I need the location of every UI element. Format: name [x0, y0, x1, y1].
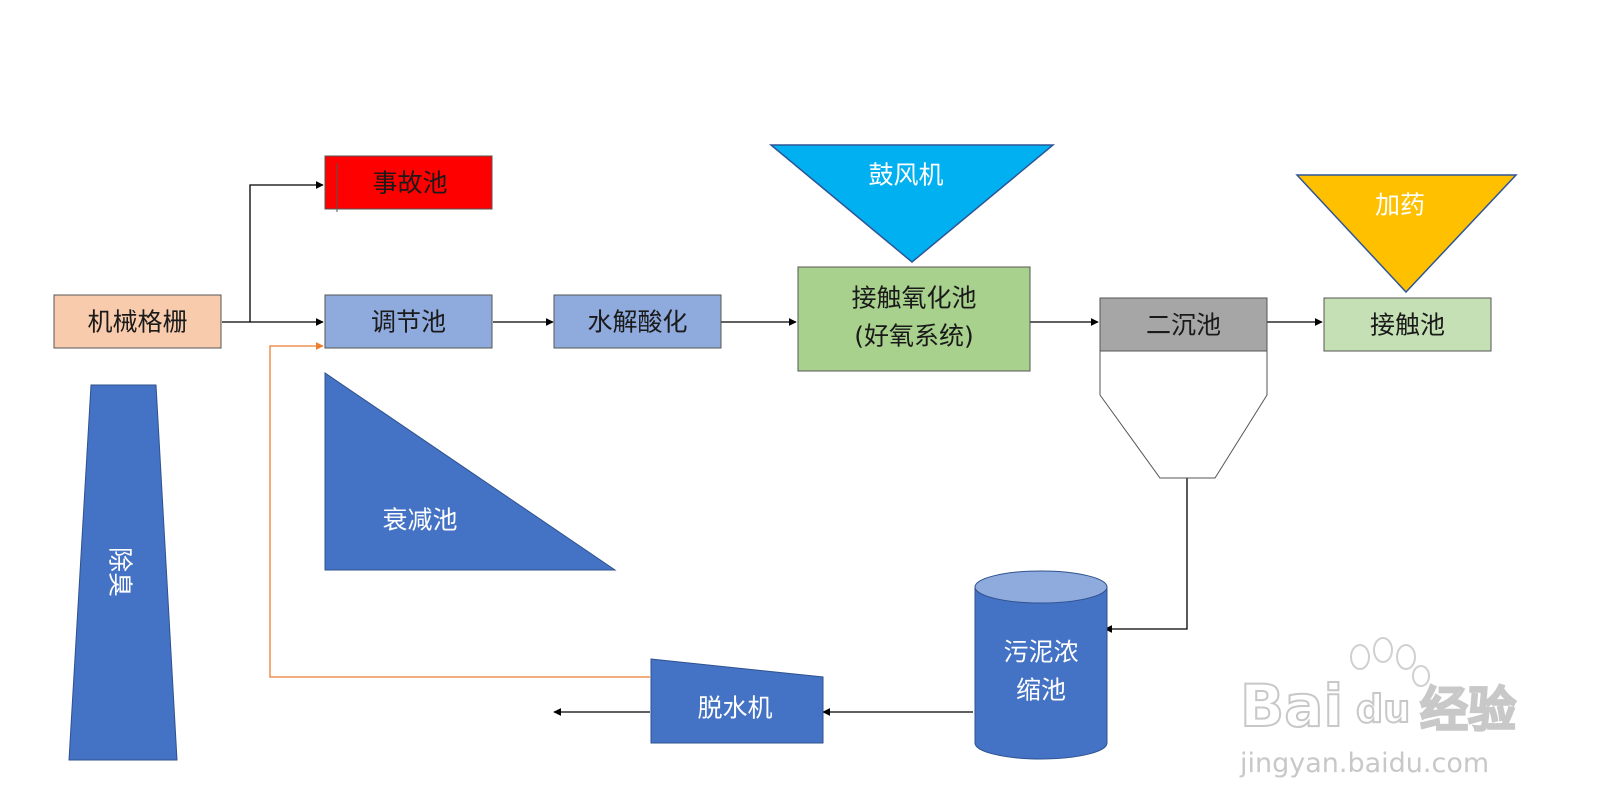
- mechanical-grille-box: 机械格栅: [53, 294, 222, 349]
- attenuation-pool-label: 衰减池: [382, 506, 457, 535]
- contact-oxidation-box: 接触氧化池 (好氧系统): [797, 266, 1031, 372]
- mechanical-grille-label: 机械格栅: [87, 308, 187, 337]
- dewatering-machine: 脱水机: [650, 658, 824, 744]
- watermark-url: jingyan.baidu.com: [1239, 748, 1489, 779]
- contact-pool-label: 接触池: [1370, 311, 1445, 340]
- contact-pool-box: 接触池: [1323, 297, 1492, 352]
- dosing-triangle: 加药: [1295, 174, 1518, 294]
- contact-oxidation-label-line1: 接触氧化池: [851, 284, 976, 313]
- deodorization-chimney: 除臭: [68, 384, 178, 761]
- secondary-sedimentation-tank: 二沉池: [1099, 297, 1268, 479]
- regulating-pool-box: 调节池: [324, 294, 493, 349]
- paw-icon: [1350, 637, 1430, 687]
- hydrolysis-acidification-box: 水解酸化: [553, 294, 722, 349]
- arrow-grille-to-accident: [249, 181, 324, 322]
- tank-top: [974, 570, 1108, 604]
- contact-oxidation-label-line2: (好氧系统): [854, 322, 974, 351]
- arrow-sedimentation-to-thickening: [1104, 478, 1188, 633]
- baidu-watermark: Bai du 经验 jingyan.baidu.com: [1239, 637, 1517, 779]
- accident-pool-box: 事故池: [324, 155, 493, 212]
- watermark-bai: Bai: [1240, 672, 1343, 740]
- watermark-jingyan: 经验: [1420, 682, 1516, 738]
- sedimentation-hopper: [1099, 350, 1268, 479]
- sludge-thickening-tank: 污泥浓 缩池: [974, 570, 1108, 760]
- blower-label: 鼓风机: [868, 161, 943, 190]
- watermark-du: du: [1356, 687, 1410, 731]
- regulating-pool-label: 调节池: [371, 308, 446, 337]
- hydrolysis-acidification-label: 水解酸化: [587, 308, 687, 337]
- accident-pool-label: 事故池: [372, 169, 447, 198]
- return-line-dewatering-to-regulating: [269, 342, 650, 678]
- sludge-thickening-label-line2: 缩池: [1016, 676, 1066, 705]
- dewatering-machine-label: 脱水机: [697, 694, 772, 723]
- blower-triangle: 鼓风机: [768, 144, 1056, 263]
- secondary-sedimentation-label: 二沉池: [1146, 311, 1221, 340]
- dosing-label: 加药: [1375, 191, 1425, 220]
- deodorization-label: 除臭: [106, 547, 135, 597]
- attenuation-pool-triangle: 衰减池: [324, 372, 617, 571]
- connectors: [222, 181, 1323, 716]
- sludge-thickening-label-line1: 污泥浓: [1003, 638, 1078, 667]
